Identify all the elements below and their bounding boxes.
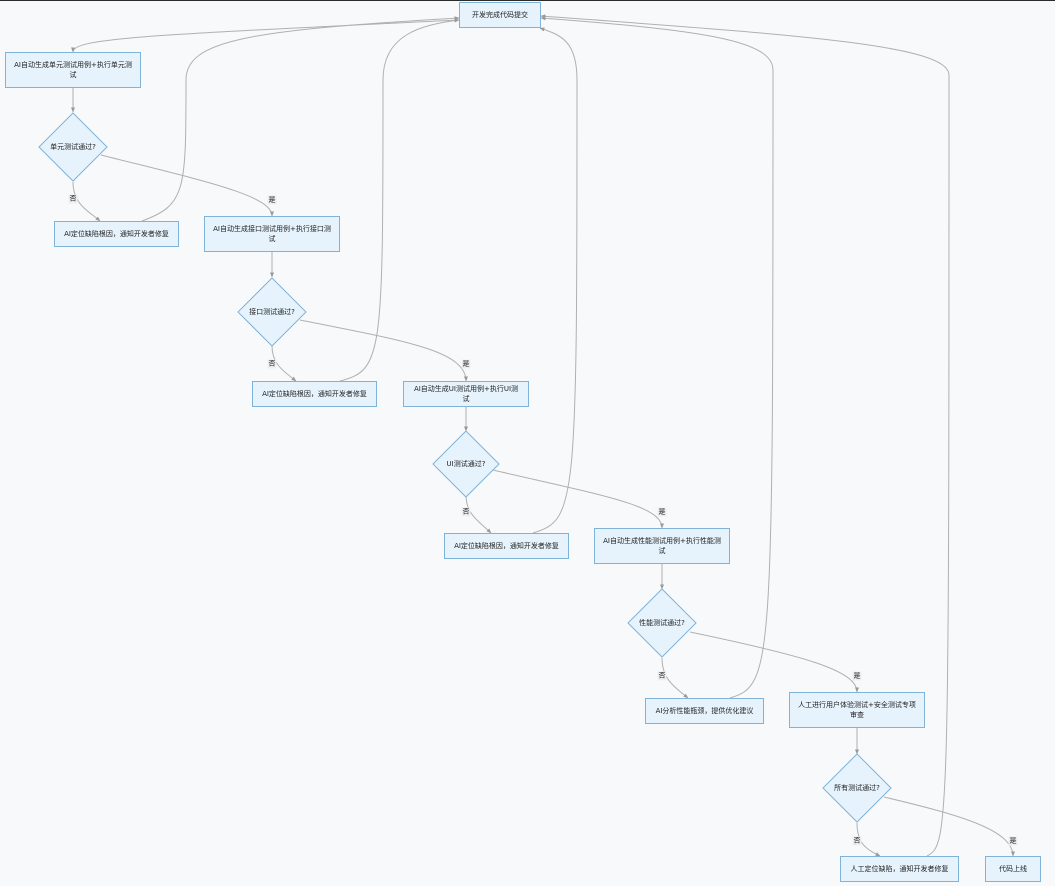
decision-unit-label: 单元测试通过? [50, 143, 96, 151]
edge-ui-yes [492, 469, 664, 529]
node-perf-fix: AI分析性能瓶颈，提供优化建议 [645, 698, 764, 724]
edge-perf-yes [689, 631, 859, 693]
node-unit-fix: AI定位缺陷根因，通知开发者修复 [54, 221, 179, 247]
node-api-fix: AI定位缺陷根因，通知开发者修复 [252, 381, 377, 407]
decision-ui-label: UI测试通过? [446, 460, 486, 468]
decision-all-label: 所有测试通过? [834, 784, 880, 792]
node-start: 开发完成代码提交 [459, 2, 541, 28]
edge-label-no: 否 [852, 836, 862, 846]
decision-unit [38, 112, 108, 182]
edge-label-no: 否 [68, 194, 78, 204]
edge-api-yes [299, 319, 468, 382]
edge-perffix-start [540, 16, 774, 699]
edge-label-yes: 是 [461, 359, 471, 369]
decision-perf [627, 588, 697, 658]
edge-unitfix-start [141, 16, 460, 222]
top-border [0, 0, 1055, 1]
edge-all-no [856, 822, 881, 857]
edge-uifix-start [532, 27, 578, 534]
edge-perf-no [661, 657, 689, 699]
decision-api [237, 277, 307, 347]
edge-unit-no [72, 181, 101, 222]
node-manual-fix: 人工定位缺陷，通知开发者修复 [840, 856, 959, 882]
node-manual-test: 人工进行用户体验测试+安全测试专项审查 [789, 692, 925, 728]
edge-label-no: 否 [657, 671, 667, 681]
edge-apifix-start [339, 18, 460, 382]
edge-unit-yes [100, 154, 274, 217]
edge-label-yes: 是 [657, 507, 667, 517]
node-api-test: AI自动生成接口测试用例+执行接口测试 [204, 216, 340, 252]
node-release: 代码上线 [985, 856, 1041, 882]
edge-label-yes: 是 [1008, 836, 1018, 846]
node-ui-test: AI自动生成UI测试用例+执行UI测试 [403, 381, 529, 407]
edge-label-yes: 是 [267, 195, 277, 205]
edge-manualfix-start [540, 14, 950, 857]
decision-all [822, 753, 892, 823]
node-perf-test: AI自动生成性能测试用例+执行性能测试 [594, 528, 730, 564]
node-unit-test: AI自动生成单元测试用例+执行单元测试 [5, 52, 141, 88]
edge-label-no: 否 [267, 359, 277, 369]
edge-start-unit [71, 19, 460, 53]
decision-perf-label: 性能测试通过? [639, 619, 685, 627]
decision-api-label: 接口测试通过? [249, 308, 295, 316]
edge-all-yes [883, 796, 1015, 857]
decision-ui [432, 430, 500, 498]
edge-label-no: 否 [461, 507, 471, 517]
node-ui-fix: AI定位缺陷根因，通知开发者修复 [444, 533, 569, 559]
edge-api-no [271, 345, 297, 382]
edge-ui-no [465, 494, 492, 534]
edge-label-yes: 是 [852, 671, 862, 681]
